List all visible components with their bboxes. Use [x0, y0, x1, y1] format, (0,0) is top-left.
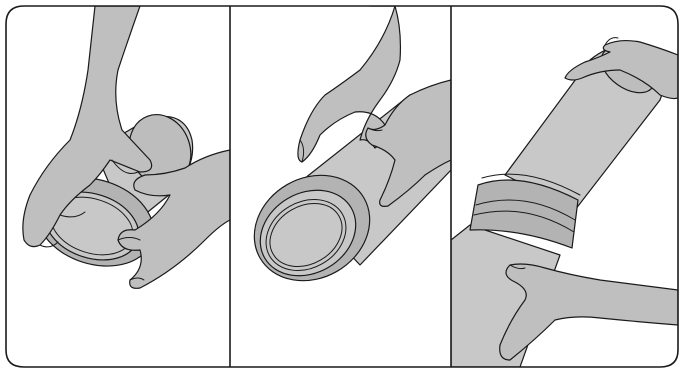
panel-2 [230, 6, 451, 367]
panel-3 [451, 6, 678, 367]
panel-1 [6, 6, 230, 367]
